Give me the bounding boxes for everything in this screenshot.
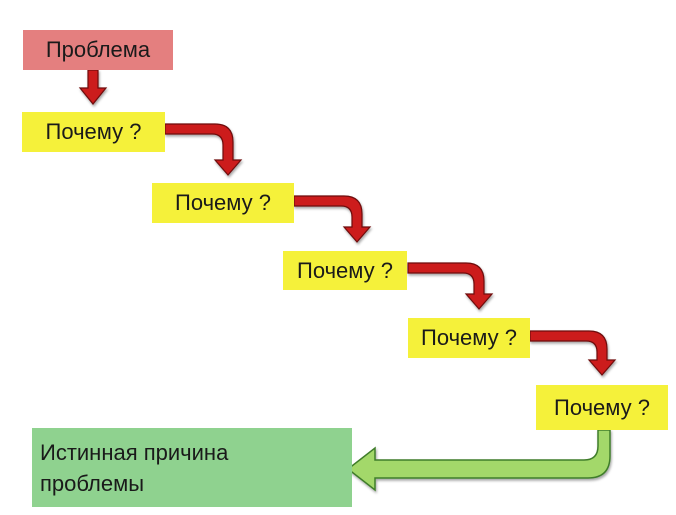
why-label-2: Почему ? xyxy=(175,190,271,215)
root-cause-line1: Истинная причина xyxy=(40,440,229,465)
why-box-1: Почему ? xyxy=(22,112,165,152)
why-label-5: Почему ? xyxy=(554,394,650,420)
problem-box: Проблема xyxy=(23,30,173,70)
root-cause-box: Истинная причина проблемы xyxy=(32,428,352,507)
why-label-1: Почему ? xyxy=(45,119,142,144)
why-box-4: Почему ? xyxy=(408,318,530,358)
arrow-why2-to-why3 xyxy=(293,195,372,243)
arrow-problem-to-why1 xyxy=(78,69,108,105)
root-cause-line2: проблемы xyxy=(40,470,145,496)
problem-label: Проблема xyxy=(45,37,151,62)
why-box-3: Почему ? xyxy=(283,251,407,290)
why-box-5: Почему ? xyxy=(536,385,668,430)
arrow-why5-to-root-cause xyxy=(346,429,611,492)
why-label-3: Почему ? xyxy=(297,257,393,283)
why-label-4: Почему ? xyxy=(421,325,517,350)
arrow-why1-to-why2 xyxy=(164,123,243,176)
arrow-why3-to-why4 xyxy=(407,262,494,310)
why-box-2: Почему ? xyxy=(152,183,294,223)
arrow-why4-to-why5 xyxy=(529,330,617,376)
